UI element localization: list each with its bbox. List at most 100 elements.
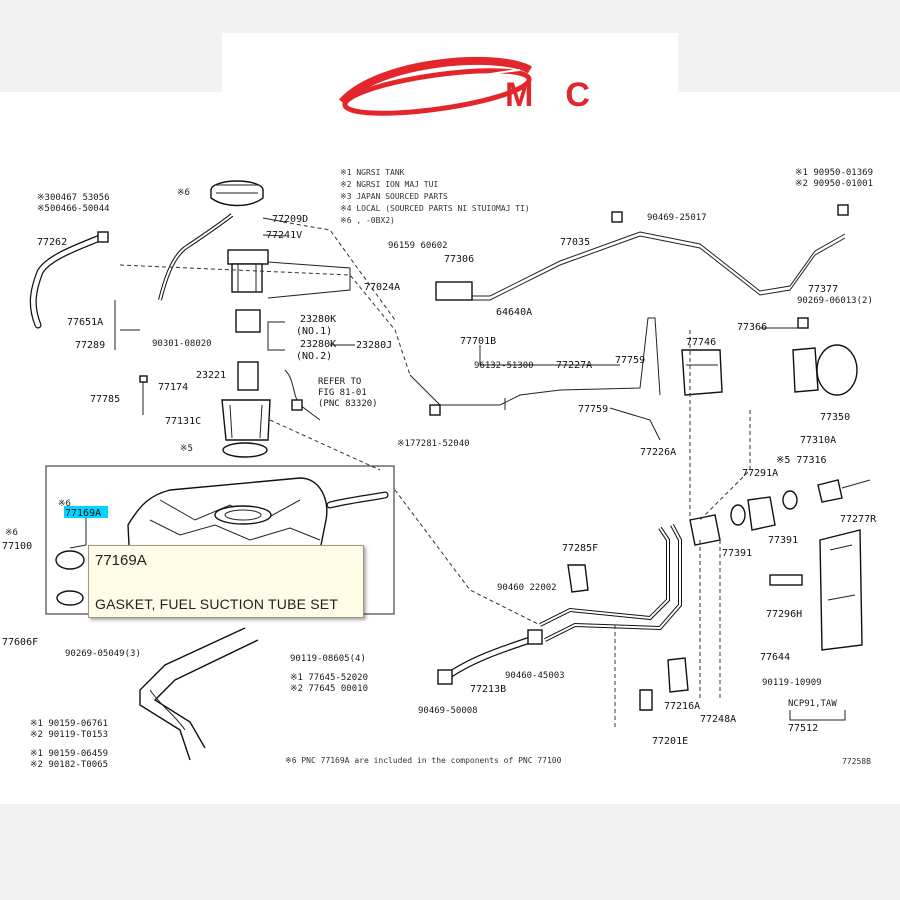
part-tooltip: 77169A GASKET, FUEL SUCTION TUBE SET: [88, 545, 364, 618]
part-label: ※1 90950-01369: [795, 168, 873, 178]
part-label: 77296H: [766, 609, 802, 620]
fuel-filler-door: [792, 317, 858, 396]
tooltip-part-code: 77169A: [95, 552, 147, 569]
legend-line-4: ※4 LOCAL (SOURCED PARTS NI STUIOMAJ TI): [340, 204, 530, 213]
part-label: 77746: [686, 337, 716, 348]
legend-line-5: ※6 , -0BX2): [340, 216, 395, 225]
legend-line-1: ※1 NGRSI TANK: [340, 168, 405, 177]
part-label: 77285F: [562, 543, 598, 554]
part-label: 96132-51300: [474, 361, 534, 371]
part-label: 77391: [768, 535, 798, 546]
hose-77262: [29, 231, 109, 329]
fuel-tank: [127, 477, 389, 566]
logo-banner: [222, 33, 678, 119]
part-labels: ※300467 53056 ※500466-50044 77262 77651A…: [2, 168, 877, 770]
part-label: ※2 90119-T0153: [30, 730, 108, 740]
reference-lines: [119, 221, 751, 730]
part-label: 77227A: [556, 360, 592, 371]
tank-band-bracket: [139, 627, 259, 761]
part-label: ※6: [5, 528, 18, 538]
part-label: 77759: [578, 404, 608, 415]
leader-lines: [114, 217, 846, 721]
logo-text: MC: [505, 76, 622, 114]
part-label: 90301-08020: [152, 339, 212, 349]
part-label: 77377: [808, 284, 838, 295]
part-label: 77306: [444, 254, 474, 265]
pump-cap: [210, 180, 264, 207]
part-label: ※5: [180, 444, 193, 454]
part-label: 90460 22002: [497, 583, 557, 593]
refer-note-1: REFER TO: [318, 377, 361, 387]
part-label: 77644: [760, 652, 790, 663]
refer-note-2: FIG 81-01: [318, 388, 367, 398]
part-label: ※1 77645-52020: [290, 673, 368, 683]
part-label: 77350: [820, 412, 850, 423]
part-label: NCP91,TAW: [788, 699, 837, 709]
cmc-logo: MC: [339, 56, 622, 116]
leader-77169a: [69, 518, 87, 549]
part-label: 23280K: [300, 314, 336, 325]
part-label: ※300467 53056: [37, 193, 110, 203]
part-label: 77262: [37, 237, 67, 248]
part-label: 77131C: [165, 416, 201, 427]
legend-line-2: ※2 NGRSI ION MAJ TUI: [340, 180, 438, 189]
gasket-77169a: [55, 550, 85, 606]
highlight-77169a: [64, 506, 108, 518]
part-label: 23280K: [300, 339, 336, 350]
part-label: 77391: [722, 548, 752, 559]
vent-tube: [409, 317, 661, 441]
part-label: 77209D: [272, 214, 308, 225]
part-label: 90119-10909: [762, 678, 822, 688]
tooltip-part-description: GASKET, FUEL SUCTION TUBE SET: [95, 596, 339, 612]
breather-line: [435, 204, 849, 301]
part-label: ※5 77316: [776, 455, 827, 466]
part-label: 90469-50008: [418, 706, 478, 716]
part-label: 90119-08605(4): [290, 654, 366, 664]
hose-77213b: [437, 629, 543, 685]
legend: ※1 NGRSI TANK ※2 NGRSI ION MAJ TUI ※3 JA…: [340, 168, 530, 225]
part-label: 96159 60602: [388, 241, 448, 251]
splash-guard: [769, 529, 863, 651]
part-label: ※177281-52040: [397, 439, 470, 449]
footnote: ※6 PNC 77169A are included in the compon…: [285, 756, 562, 765]
part-label: 77310A: [800, 435, 836, 446]
part-label: 77024A: [364, 282, 400, 293]
part-label: 77512: [788, 723, 818, 734]
part-label: 77035: [560, 237, 590, 248]
part-label: 90269-06013(2): [797, 296, 873, 306]
part-label: 77277R: [840, 514, 877, 525]
part-label: 77174: [158, 382, 188, 393]
part-label: ※2 90182-T0065: [30, 760, 108, 770]
fuel-pump-assembly: [139, 213, 351, 458]
part-label: ※2 77645 00010: [290, 684, 368, 694]
small-brackets: [567, 564, 689, 711]
part-label: 77248A: [700, 714, 736, 725]
part-label: 77291A: [742, 468, 778, 479]
legend-line-3: ※3 JAPAN SOURCED PARTS: [340, 192, 448, 201]
highlight-code: 77169A: [65, 508, 101, 519]
part-label: (NO.1): [296, 326, 332, 337]
part-label: 77241V: [266, 230, 302, 241]
part-label: ※500466-50044: [37, 204, 110, 214]
part-label: (NO.2): [296, 351, 332, 362]
part-label: 64640A: [496, 307, 532, 318]
part-label: 77606F: [2, 637, 38, 648]
part-label: 90469-25017: [647, 213, 707, 223]
part-label: 77100: [2, 541, 32, 552]
part-label: 90269-05049(3): [65, 649, 141, 659]
filler-pipe: [539, 479, 871, 642]
part-label: 77289: [75, 340, 105, 351]
part-label: ※2 90950-01001: [795, 179, 873, 189]
part-label: 23221: [196, 370, 226, 381]
part-label: ※1 90159-06459: [30, 749, 108, 759]
part-label: 77226A: [640, 447, 676, 458]
part-label: 77701B: [460, 336, 496, 347]
part-label: ※6: [177, 188, 190, 198]
part-label: 77213B: [470, 684, 506, 695]
refer-note-3: (PNC 83320): [318, 399, 378, 409]
diagram-code: 77258B: [842, 757, 871, 766]
canister: [681, 349, 723, 396]
part-label: 77759: [615, 355, 645, 366]
part-label: ※6: [58, 499, 71, 509]
